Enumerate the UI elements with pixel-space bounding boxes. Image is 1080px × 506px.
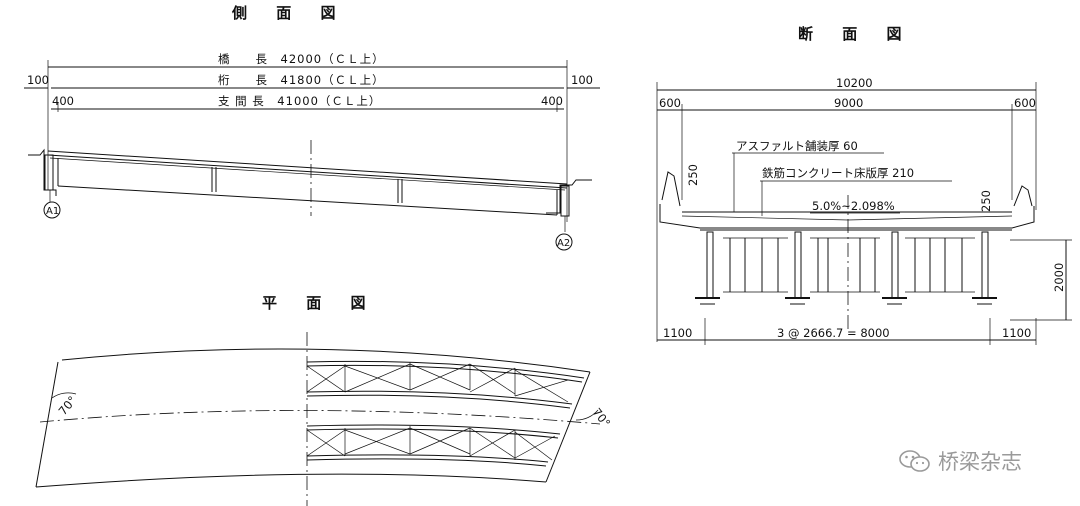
plan-girders xyxy=(306,360,585,467)
skew-angle-left: 70° xyxy=(56,393,80,418)
skew-angle-right: 70° xyxy=(590,405,614,430)
section-cross-frames xyxy=(723,237,975,293)
curb-height-right: 250 xyxy=(979,190,993,212)
plan-view-title: 平 面 図 xyxy=(262,294,377,312)
abutment-a2-shape: A2 xyxy=(546,179,592,251)
left-offset-400: 400 xyxy=(52,94,74,108)
bridge-length-label: 橋 長 42000（ＣＬ上） xyxy=(218,52,385,66)
left-overhang-label: 1100 xyxy=(663,326,692,340)
plan-end-line-right xyxy=(545,371,591,483)
right-overhang-label: 1100 xyxy=(1002,326,1031,340)
watermark-text: 桥梁杂志 xyxy=(938,450,1022,474)
abutment-a1-label: A1 xyxy=(46,206,59,217)
right-offset-400: 400 xyxy=(541,94,563,108)
side-girder xyxy=(47,150,568,216)
abutment-a2-label: A2 xyxy=(557,238,570,249)
section-deck xyxy=(659,171,1035,231)
plan-view: 平 面 図 xyxy=(35,294,614,506)
section-roadway-width: 9000 xyxy=(834,96,863,110)
side-view: 側 面 図 橋 長 42000（ＣＬ上） 桁 長 41800（ＣＬ上） 支 間 … xyxy=(24,4,600,251)
curb-height-left: 250 xyxy=(686,164,700,186)
cross-slope-label: 5.0%~2.098% xyxy=(812,199,895,213)
skew-arc-right xyxy=(575,409,599,421)
section-view: 断 面 図 10200 600 9000 600 アスファルト舗装厚 60 鉄筋… xyxy=(656,25,1072,345)
section-girders xyxy=(695,231,997,305)
section-total-width: 10200 xyxy=(836,76,873,90)
section-left-barrier: 600 xyxy=(659,96,681,110)
plan-bracing xyxy=(306,362,569,461)
girder-height-label: 2000 xyxy=(1052,263,1066,292)
skew-arc-left xyxy=(51,392,77,399)
plan-end-line-left xyxy=(35,361,59,488)
abutment-a1-shape: A1 xyxy=(28,148,61,219)
plan-deck-edge-bottom xyxy=(35,473,547,488)
plan-centerline xyxy=(39,410,601,425)
wechat-icon xyxy=(899,450,930,472)
plan-deck-edge-top xyxy=(61,348,591,373)
girder-length-label: 桁 長 41800（ＣＬ上） xyxy=(218,73,385,87)
left-offset-100: 100 xyxy=(27,73,49,87)
section-dimension-lines xyxy=(656,82,1072,345)
asphalt-label: アスファルト舗装厚 60 xyxy=(736,139,858,153)
side-dimension-lines xyxy=(24,60,600,222)
section-right-barrier: 600 xyxy=(1014,96,1036,110)
girder-spacing-label: 3 @ 2666.7 = 8000 xyxy=(777,326,890,340)
span-length-label: 支 間 長 41000（ＣＬ上） xyxy=(218,94,381,108)
right-offset-100: 100 xyxy=(571,73,593,87)
watermark: 桥梁杂志 xyxy=(898,446,1022,476)
side-view-title: 側 面 図 xyxy=(231,4,347,22)
section-view-title: 断 面 図 xyxy=(798,25,913,43)
slab-label: 鉄筋コンクリート床版厚 210 xyxy=(762,166,914,180)
